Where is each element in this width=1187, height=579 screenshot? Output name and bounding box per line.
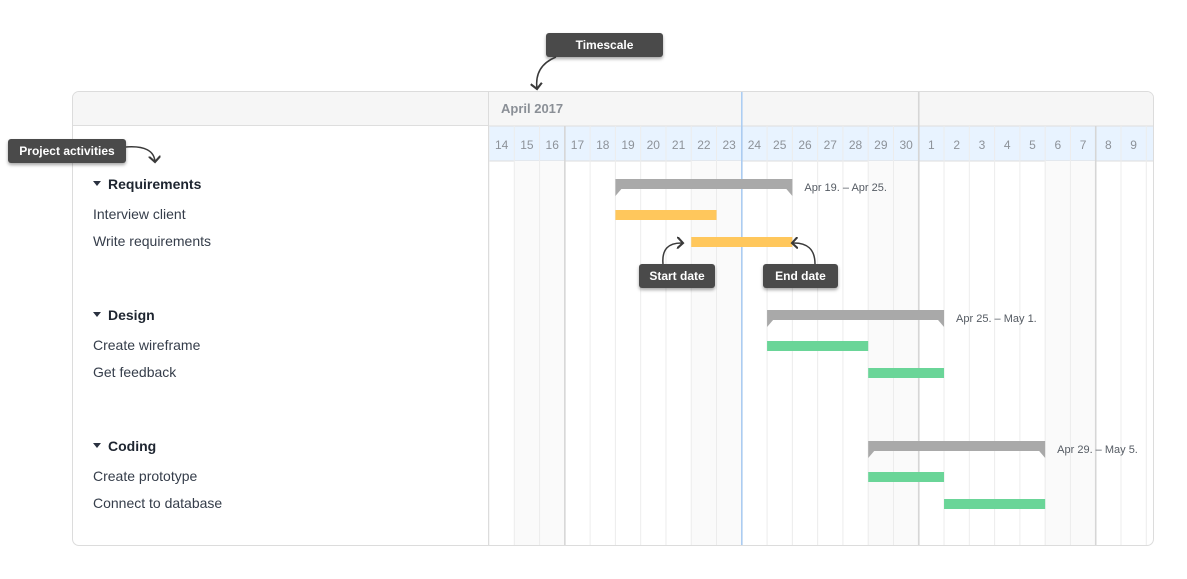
task-label[interactable]: Interview client <box>93 206 186 222</box>
project-activities-callout: Project activities <box>8 139 126 163</box>
day-tick-label: 3 <box>979 138 986 152</box>
day-tick-label: 23 <box>722 138 736 152</box>
task-bar <box>868 472 945 482</box>
task-bar <box>691 237 793 247</box>
day-tick-label: 2 <box>953 138 960 152</box>
day-tick-label: 26 <box>798 138 812 152</box>
caret-down-icon[interactable] <box>93 311 101 317</box>
month-header <box>489 92 1153 126</box>
day-tick-label: 28 <box>849 138 863 152</box>
day-tick-label: 17 <box>571 138 585 152</box>
caret-down-icon[interactable] <box>93 180 101 186</box>
day-tick-label: 15 <box>520 138 534 152</box>
task-label[interactable]: Write requirements <box>93 233 212 249</box>
day-tick-label: 21 <box>672 138 686 152</box>
group-label-design[interactable]: Design <box>93 307 155 323</box>
task-label[interactable]: Get feedback <box>93 364 177 380</box>
day-tick-label: 8 <box>1105 138 1112 152</box>
end-date-callout: End date <box>763 264 838 288</box>
month-label: April 2017 <box>501 101 563 116</box>
day-header <box>489 126 1153 161</box>
task-bar <box>615 210 717 220</box>
day-tick-label: 18 <box>596 138 610 152</box>
day-tick-label: 19 <box>621 138 635 152</box>
day-tick-label: 5 <box>1029 138 1036 152</box>
summary-range-label: Apr 25. – May 1. <box>956 313 1037 325</box>
day-tick-label: 25 <box>773 138 787 152</box>
task-bar <box>767 341 869 351</box>
day-tick-label: 22 <box>697 138 711 152</box>
day-tick-label: 16 <box>546 138 560 152</box>
task-bar <box>868 368 945 378</box>
summary-range-label: Apr 29. – May 5. <box>1057 444 1138 456</box>
group-name: Design <box>108 307 155 323</box>
day-tick-label: 7 <box>1080 138 1087 152</box>
day-tick-label: 4 <box>1004 138 1011 152</box>
day-tick-label: 14 <box>495 138 509 152</box>
summary-bar <box>868 441 1046 458</box>
summary-bar <box>615 179 793 196</box>
group-name: Coding <box>108 438 157 454</box>
task-label[interactable]: Connect to database <box>93 495 223 511</box>
task-label[interactable]: Create prototype <box>93 468 198 484</box>
task-bar <box>944 499 1046 509</box>
group-name: Requirements <box>108 176 202 192</box>
group-label-requirements[interactable]: Requirements <box>93 176 201 192</box>
activities-header <box>73 92 489 126</box>
timescale-arrow <box>537 56 557 89</box>
day-tick-label: 30 <box>899 138 913 152</box>
start-date-callout: Start date <box>639 264 715 288</box>
day-tick-label: 24 <box>748 138 762 152</box>
summary-bar <box>767 310 945 327</box>
day-tick-label: 6 <box>1054 138 1061 152</box>
day-tick-label: 20 <box>647 138 661 152</box>
day-tick-label: 9 <box>1130 138 1137 152</box>
timescale-callout: Timescale <box>546 33 663 57</box>
day-tick-label: 1 <box>928 138 935 152</box>
day-tick-label: 27 <box>824 138 838 152</box>
day-tick-label: 29 <box>874 138 888 152</box>
task-label[interactable]: Create wireframe <box>93 337 201 353</box>
group-label-coding[interactable]: Coding <box>93 438 156 454</box>
caret-down-icon[interactable] <box>93 442 101 448</box>
summary-range-label: Apr 19. – Apr 25. <box>804 182 887 194</box>
